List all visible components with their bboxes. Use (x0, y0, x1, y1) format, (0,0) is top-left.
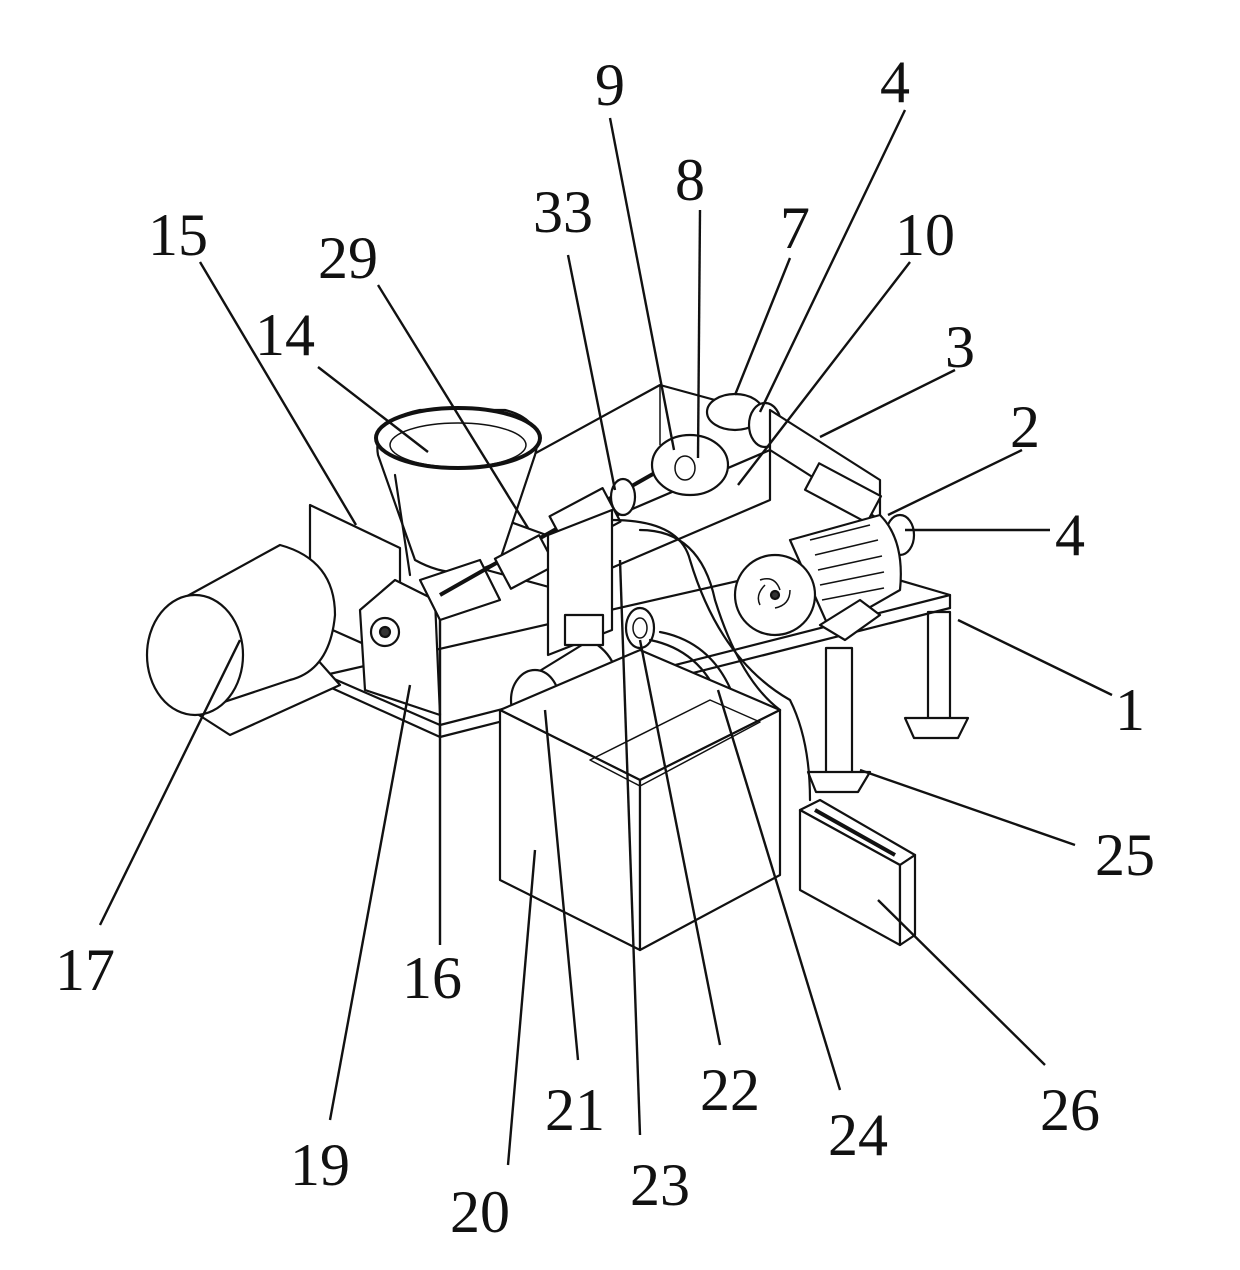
label-17: 17 (55, 937, 115, 1003)
label-21: 21 (545, 1077, 605, 1143)
label-14: 14 (255, 302, 315, 368)
label-24: 24 (828, 1102, 888, 1168)
control-box (798, 798, 917, 947)
label-20: 20 (450, 1179, 510, 1245)
label-1: 1 (1115, 677, 1145, 743)
bearing-block (358, 578, 442, 717)
label-7: 7 (780, 195, 810, 261)
label-9: 9 (595, 52, 625, 118)
leader-lines (98, 109, 1113, 1166)
label-25: 25 (1095, 822, 1155, 888)
label-4-right: 4 (1055, 502, 1085, 568)
cooling-fins (809, 524, 885, 601)
label-26: 26 (1040, 1077, 1100, 1143)
label-2: 2 (1010, 394, 1040, 460)
label-29: 29 (318, 225, 378, 291)
conveyor-belt (610, 518, 812, 802)
label-19: 19 (290, 1132, 350, 1198)
label-4-top: 4 (880, 49, 910, 115)
water-tank (498, 648, 782, 952)
label-10: 10 (895, 202, 955, 268)
hopper (374, 406, 542, 577)
label-33: 33 (533, 179, 593, 245)
left-motor (145, 543, 342, 737)
label-15: 15 (148, 202, 208, 268)
label-3: 3 (945, 314, 975, 380)
reference-numerals: 1 2 3 4 4 7 8 9 10 14 15 16 17 19 20 21 … (55, 49, 1155, 1245)
label-23: 23 (630, 1152, 690, 1218)
right-motor (733, 513, 902, 642)
label-16: 16 (402, 945, 462, 1011)
label-22: 22 (700, 1057, 760, 1123)
label-8: 8 (675, 147, 705, 213)
